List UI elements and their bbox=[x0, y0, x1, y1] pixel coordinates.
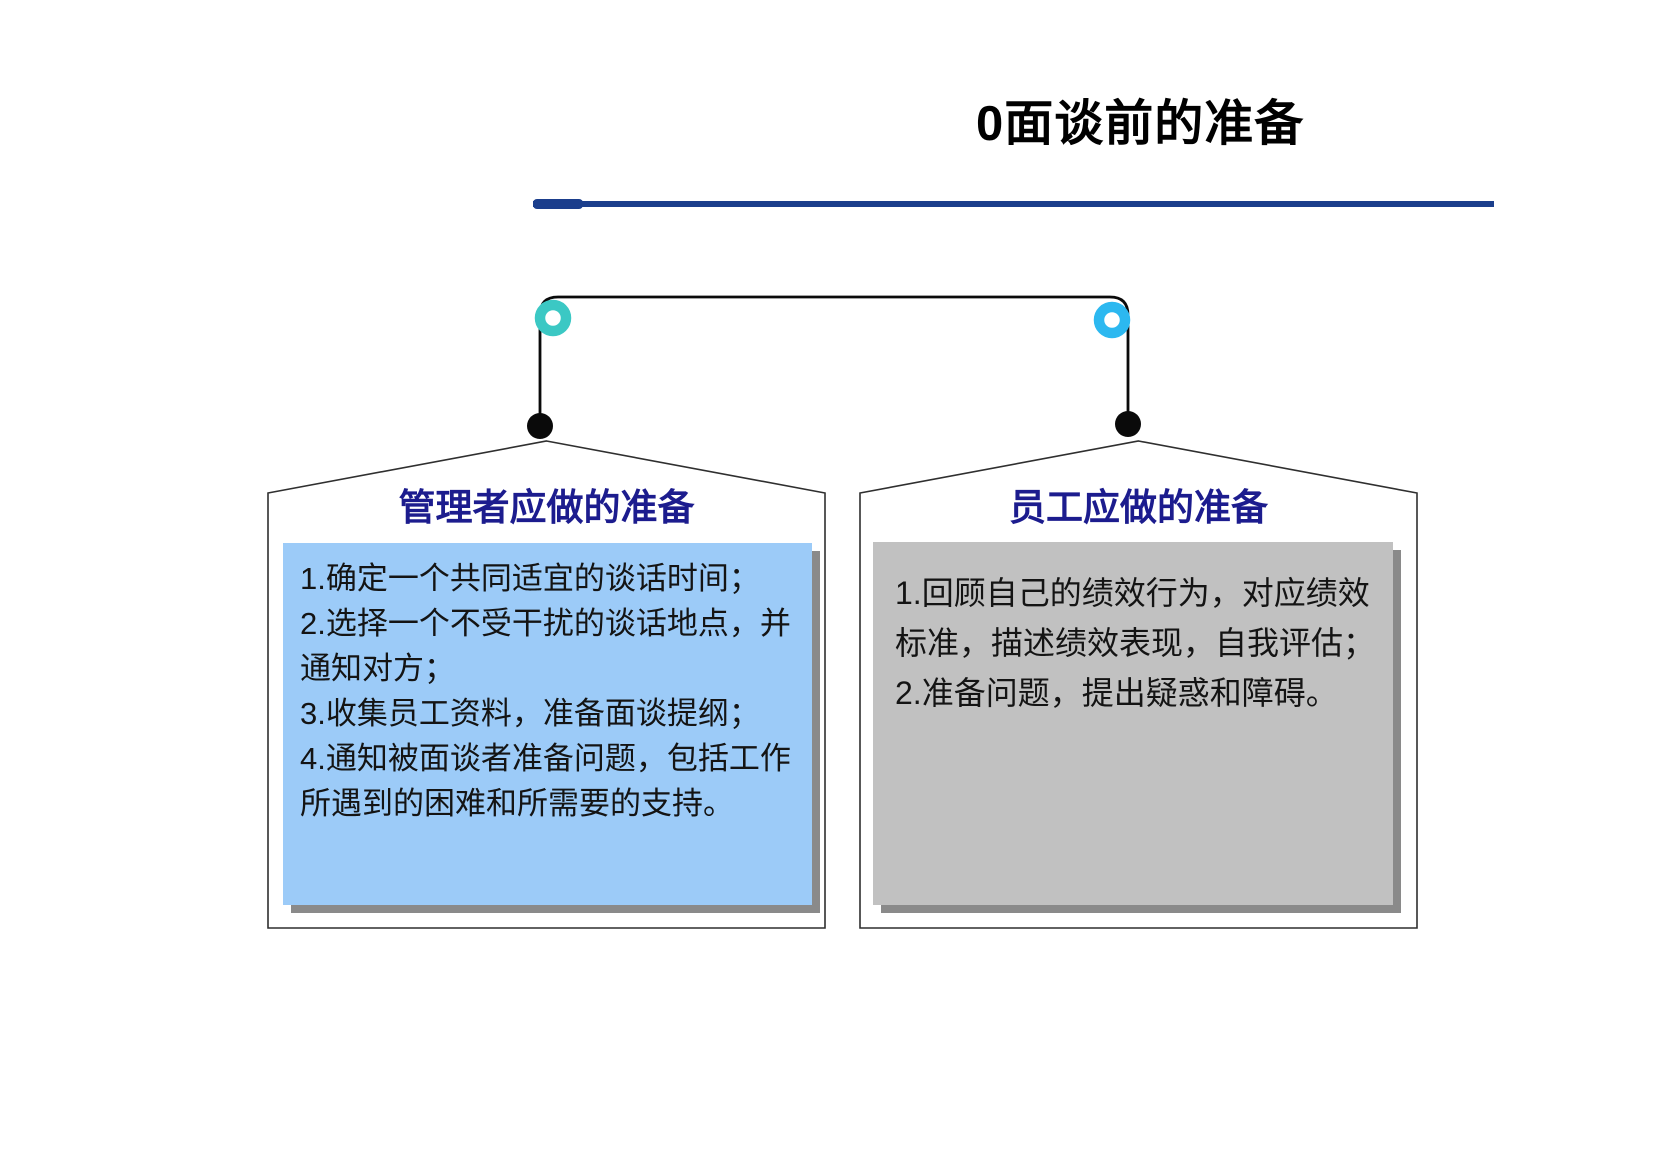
connector-line bbox=[538, 295, 1130, 421]
right-ring-icon bbox=[1093, 301, 1131, 339]
title-underline-cap bbox=[533, 199, 583, 209]
left-anchor-dot-icon bbox=[527, 413, 553, 439]
right-panel-heading: 员工应做的准备 bbox=[1009, 487, 1268, 528]
right-panel-content: 1.回顾自己的绩效行为，对应绩效 标准，描述绩效表现，自我评估； 2.准备问题，… bbox=[873, 542, 1393, 905]
left-panel-heading: 管理者应做的准备 bbox=[398, 487, 695, 528]
page-title: 0面谈前的准备 bbox=[976, 97, 1305, 151]
left-ring-icon bbox=[534, 299, 572, 337]
left-panel-content: 1.确定一个共同适宜的谈话时间； 2.选择一个不受干扰的谈话地点，并 通知对方；… bbox=[283, 543, 812, 905]
title-underline bbox=[533, 201, 1494, 207]
right-anchor-dot-icon bbox=[1115, 411, 1141, 437]
